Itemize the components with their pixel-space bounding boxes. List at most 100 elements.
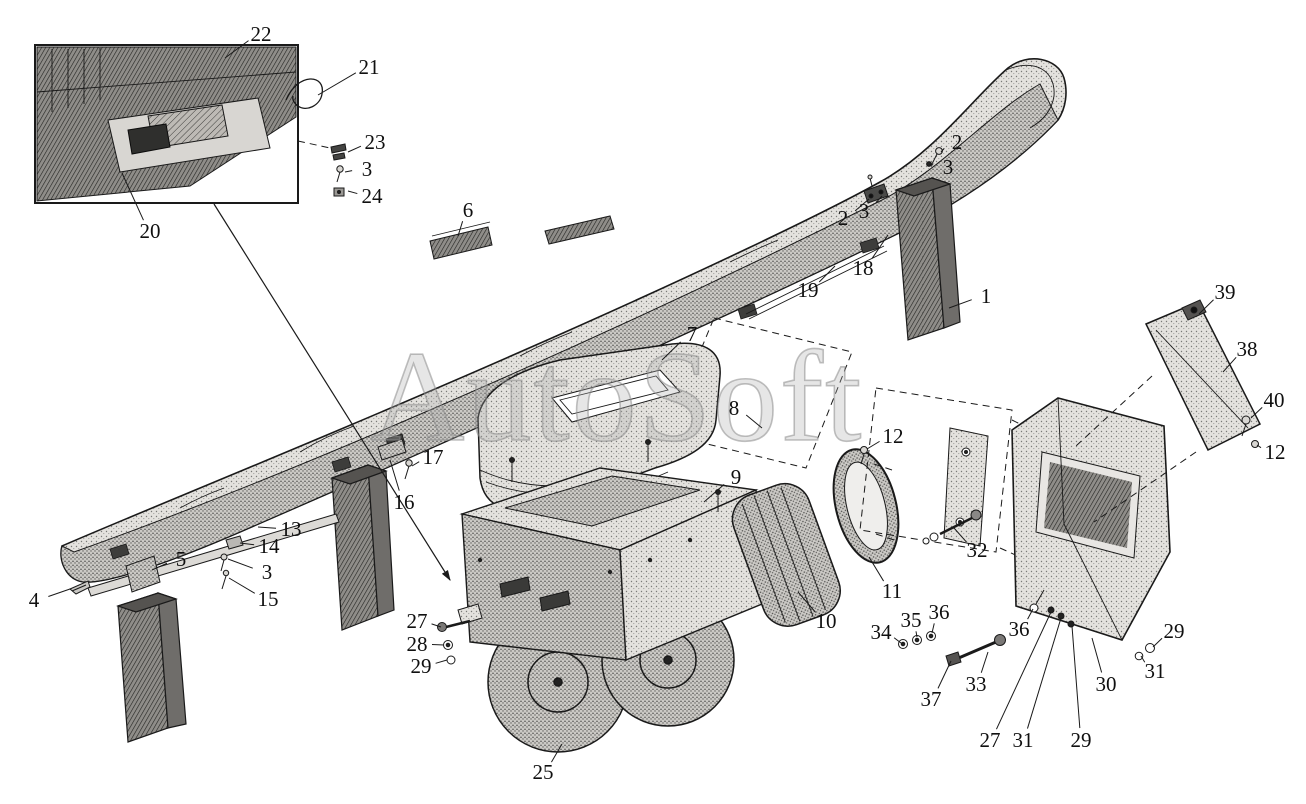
callout-12: 12 (883, 424, 904, 448)
inset-bracket-20 (127, 123, 171, 155)
leader-line-2 (940, 148, 945, 153)
callout-3: 3 (943, 155, 954, 179)
leader-line-17 (411, 461, 420, 467)
callout-25: 25 (533, 760, 554, 784)
callout-29: 29 (1164, 619, 1185, 643)
leader-line-16 (389, 459, 400, 491)
leader-line-5 (151, 562, 168, 571)
callout-35: 35 (901, 608, 922, 632)
leader-line-4 (48, 588, 71, 597)
housing-bolts (477, 537, 693, 575)
vent-grille-6 (429, 221, 493, 260)
callout-17: 17 (423, 445, 444, 469)
callout-18: 18 (853, 256, 874, 280)
washer-31-right (1134, 651, 1144, 661)
leader-line-35 (915, 631, 918, 638)
callout-12: 12 (1265, 440, 1286, 464)
leader-line-36 (1027, 608, 1034, 620)
callout-20: 20 (140, 219, 161, 243)
callout-13: 13 (281, 517, 302, 541)
leader-line-3 (344, 170, 353, 173)
housing-vent-b (539, 590, 571, 612)
leader-line-25 (550, 743, 563, 763)
callout-9: 9 (731, 465, 742, 489)
callout-27: 27 (980, 728, 1001, 752)
fasteners-27-28-29 (437, 619, 471, 665)
leader-line-10 (797, 591, 816, 613)
leader-line-7 (661, 341, 682, 361)
screw-15 (221, 569, 230, 590)
leader-line-28 (431, 643, 445, 646)
leader-line-27 (431, 623, 442, 628)
leader-line-27 (995, 611, 1052, 730)
callout-1: 1 (981, 284, 992, 308)
leader-line-12 (1256, 444, 1262, 449)
leader-line-40 (1250, 407, 1263, 419)
callout-5: 5 (176, 547, 187, 571)
leader-line-33 (980, 651, 989, 673)
callout-10: 10 (816, 609, 837, 633)
leader-line-9 (703, 484, 725, 503)
defroster-slot (544, 215, 615, 245)
callout-38: 38 (1237, 337, 1258, 361)
callout-29: 29 (1071, 728, 1092, 752)
callout-27: 27 (407, 609, 428, 633)
callout-7: 7 (687, 322, 698, 346)
leader-line-29 (1071, 625, 1081, 729)
leader-line-31 (1026, 617, 1062, 729)
screws-2-3-right (926, 147, 943, 167)
screw-12-left (860, 446, 868, 465)
clip-39-hole (1190, 306, 1198, 314)
panel-swirl-marks (179, 239, 779, 509)
inset-detail-box (34, 44, 323, 204)
callout-24: 24 (362, 184, 384, 208)
leader-line-1 (948, 299, 972, 309)
bracket-2-3-middle (863, 174, 889, 204)
callout-19: 19 (798, 278, 819, 302)
callout-31: 31 (1145, 659, 1166, 683)
console-bracket-30 (1011, 397, 1171, 641)
watermark: AutoSoft (371, 325, 864, 469)
heater-cover-7 (477, 342, 721, 512)
angle-clip-4 (69, 580, 91, 595)
leader-line-12 (866, 440, 880, 450)
support-leg-right (894, 177, 961, 341)
plate-connectors (1075, 375, 1197, 523)
leader-line-38 (1222, 356, 1237, 373)
hardware-stack-23-3-24 (330, 143, 347, 197)
leader-line-29 (435, 659, 448, 664)
bracket-strip-32 (922, 427, 989, 547)
leader-line-6 (457, 221, 464, 237)
bracket-5 (125, 555, 161, 593)
callout-40: 40 (1264, 388, 1285, 412)
callout-30: 30 (1096, 672, 1117, 696)
leader-line-39 (1198, 299, 1214, 315)
support-leg-left (116, 592, 187, 743)
inset-dashed-link (297, 140, 331, 149)
mounting-ghost-right (859, 387, 1013, 553)
callout-8: 8 (729, 396, 740, 420)
callout-4: 4 (29, 588, 40, 612)
leader-line-20 (121, 172, 144, 221)
screw-40 (1241, 415, 1251, 425)
mounting-plate-38 (1144, 299, 1262, 452)
callout-2: 2 (952, 130, 963, 154)
leader-line-34 (893, 637, 902, 644)
leader-line-19 (818, 265, 836, 283)
clip-14 (225, 535, 244, 550)
heater-housing-9 (457, 439, 763, 662)
duct-adapter-11 (832, 448, 900, 564)
callout-3: 3 (262, 560, 273, 584)
callout-34: 34 (871, 620, 893, 644)
leader-line-15 (228, 577, 256, 594)
callout-32: 32 (967, 538, 988, 562)
heater-core-10 (731, 482, 841, 627)
leader-line-24 (347, 190, 358, 195)
callout-23: 23 (365, 130, 386, 154)
fasteners-33-37 (898, 589, 1155, 667)
leader-line-14 (239, 542, 255, 546)
leader-line-21 (317, 72, 357, 96)
leader-line-3 (227, 558, 253, 569)
